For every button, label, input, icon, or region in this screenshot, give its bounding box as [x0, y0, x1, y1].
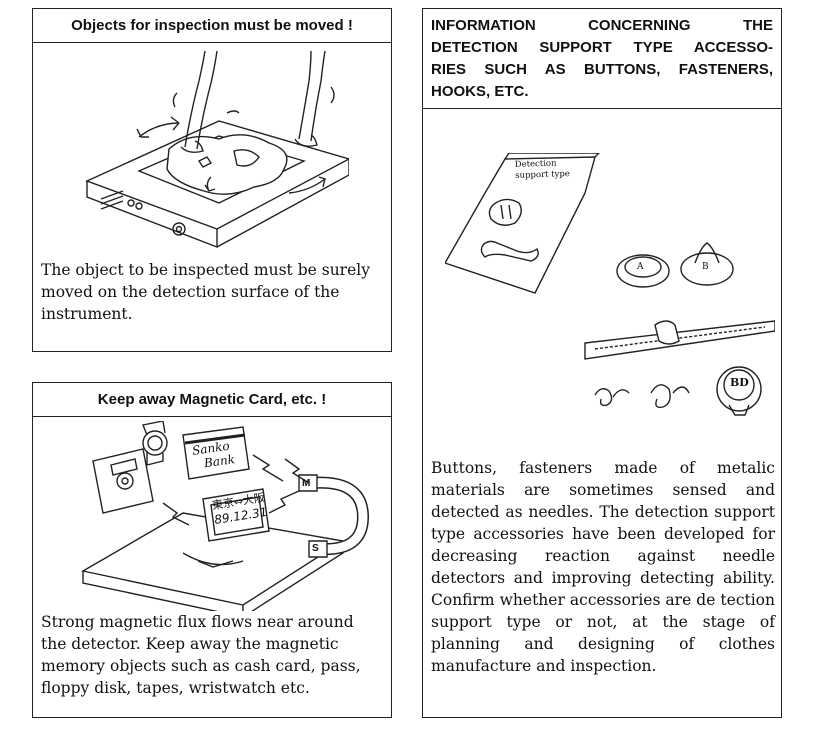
bank-card-label: Sanko Bank: [191, 438, 236, 471]
button-letter-bd: BD: [730, 376, 749, 389]
detector-moving-illustration: [79, 51, 349, 251]
panel-heading: Keep away Magnetic Card, etc. !: [33, 383, 391, 417]
package-label: Detection support type: [514, 158, 571, 181]
magnetic-items-illustration: [73, 421, 373, 611]
accessories-illustration: [445, 153, 775, 433]
panel-heading: Objects for inspection must be moved !: [33, 9, 391, 43]
info-heading: INFORMATION CONCERNING THE DETECTION SUP…: [423, 9, 781, 109]
magnet-pole-m: M: [302, 478, 311, 489]
panel-magnetic-text: Strong magnetic flux flows near around t…: [41, 613, 361, 697]
button-letter-a: A: [637, 262, 644, 272]
panel-accessories-info: INFORMATION CONCERNING THE DETECTION SUP…: [422, 8, 782, 718]
panel-magnetic-warning: Keep away Magnetic Card, etc. ! Sanko: [32, 382, 392, 718]
magnet-pole-s: S: [312, 543, 319, 554]
panel-move-text: The object to be inspected must be surel…: [41, 261, 370, 323]
button-letter-b: B: [702, 262, 709, 272]
panel-info-text: Buttons, fasteners made of metalic mater…: [431, 459, 775, 675]
panel-move-objects: Objects for inspection must be moved ! T…: [32, 8, 392, 352]
